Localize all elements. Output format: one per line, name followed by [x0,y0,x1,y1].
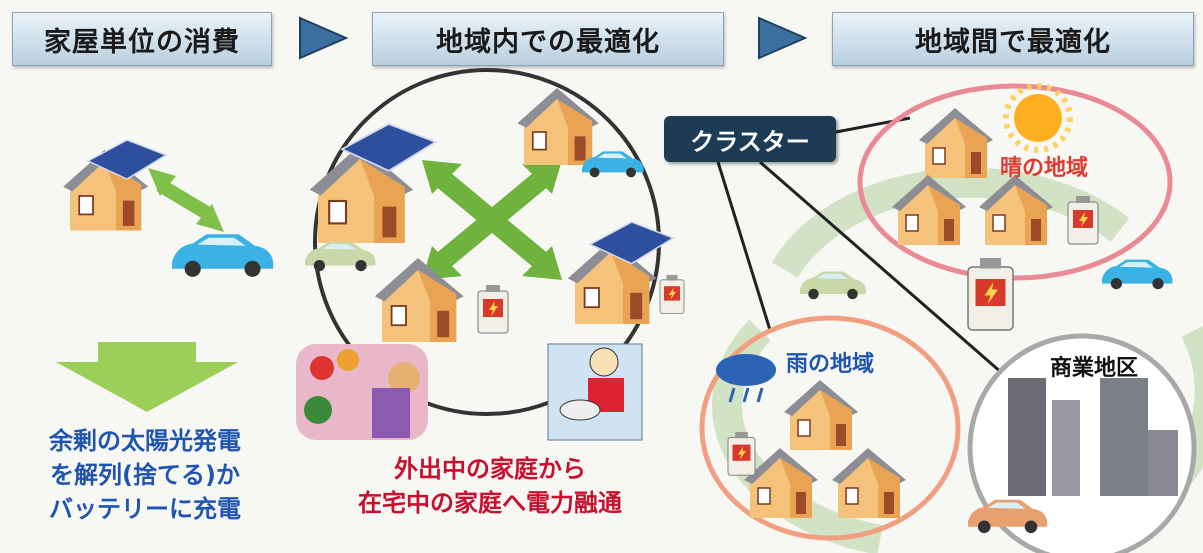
car-icon [800,271,866,300]
sun-icon [1003,83,1073,153]
two-way-arrow-icon [156,178,214,222]
middle-caption: 外出中の家庭から 在宅中の家庭へ電力融通 [330,452,650,520]
battery-icon [727,431,756,476]
house-icon [783,379,859,451]
house-icon [831,447,907,519]
person-at-home-illustration [547,343,643,441]
arrow-head-icon [148,168,176,196]
battery-icon [967,257,1014,331]
house-icon [918,107,994,179]
header-inter-region: 地域間で最適化 [832,12,1194,66]
middle-caption-line: 外出中の家庭から [394,455,586,483]
left-caption: 余剰の太陽光発電 を解列(捨てる)か バッテリーに充電 [10,424,280,526]
arrow-head-icon [196,204,224,232]
cluster-link [759,160,1011,382]
header-house-unit: 家屋単位の消費 [12,12,272,66]
cluster-label: クラスター [664,116,836,162]
commercial-region-label: 商業地区 [1050,356,1139,381]
rainy-region-ring [699,315,961,541]
car-icon [1102,259,1173,290]
rain-cloud-icon [716,354,776,403]
car-icon [172,234,274,277]
cross-arrow-icon [422,160,562,280]
cluster-link [716,161,772,331]
header-intra-region: 地域内での最適化 [372,12,724,66]
step-arrow-icon [758,16,808,60]
battery-icon [659,274,685,314]
step-arrow-icon [299,16,349,60]
left-caption-line: バッテリーに充電 [49,495,241,523]
left-caption-line: 余剰の太陽光発電 [49,427,241,455]
middle-caption-line: 在宅中の家庭へ電力融通 [358,489,622,517]
sunny-region-ring [857,83,1173,281]
building-icon [1008,378,1178,496]
shopper-illustration [296,344,428,440]
rainy-region-label: 雨の地域 [786,352,875,377]
battery-icon [477,284,509,334]
left-caption-line: を解列(捨てる)か [50,461,240,489]
sunny-region-label: 晴の地域 [1000,156,1089,181]
battery-icon [1067,195,1099,245]
down-arrow-icon [56,342,238,412]
